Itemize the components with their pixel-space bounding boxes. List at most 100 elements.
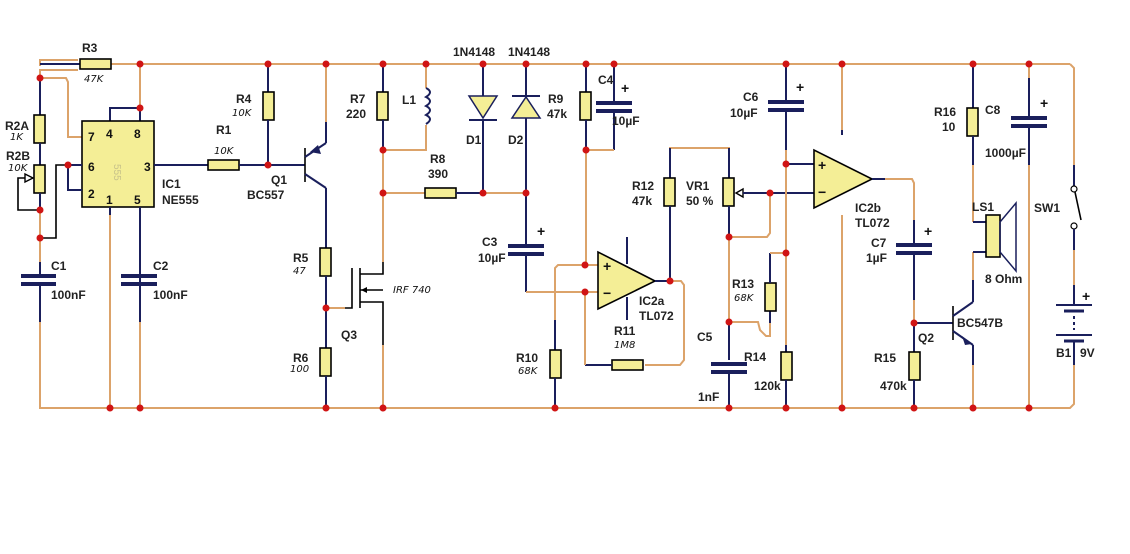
q3-value: IRF 740 (393, 285, 431, 296)
r4-ref: R4 (236, 92, 252, 106)
c7-value: 1µF (866, 251, 887, 265)
r8-ref: R8 (430, 152, 446, 166)
q3-ref: Q3 (341, 328, 357, 342)
r13-value: 68K (734, 293, 755, 304)
resistor-r3: R3 47K (40, 41, 112, 85)
c6-ref: C6 (743, 90, 759, 104)
r7-ref: R7 (350, 92, 366, 106)
vr1-value: 50 % (686, 194, 714, 208)
ic2a-minus: − (603, 285, 611, 301)
d1-value: 1N4148 (453, 45, 495, 59)
ic1-body-text: 555 (111, 164, 122, 181)
r5-ref: R5 (293, 251, 309, 265)
c8-value: 1000µF (985, 146, 1026, 160)
sw1-ref: SW1 (1034, 201, 1060, 215)
r6-value: 100 (290, 364, 309, 375)
c5-value: 1nF (698, 390, 719, 404)
d2-value: 1N4148 (508, 45, 550, 59)
q1-stage: R4 10K R1 10K Q1 BC557 R5 47 R6 100 (154, 64, 345, 408)
ic1-555-timer: 7 4 8 6 3 2 1 5 555 IC1 NE555 C2 100nF (40, 64, 199, 408)
d2-ref: D2 (508, 133, 524, 147)
c3-ref: C3 (482, 235, 498, 249)
r11-ref: R11 (614, 324, 636, 338)
r15-value: 470k (880, 379, 907, 393)
output-stage: + C7 1µF BC547B Q2 R15 470k R16 10 LS1 8… (866, 64, 1095, 408)
ic1-value: NE555 (162, 193, 199, 207)
c7-ref: C7 (871, 236, 887, 250)
q2-ref: Q2 (918, 331, 934, 345)
r14-value: 120k (754, 379, 781, 393)
ic1-pin7: 7 (88, 130, 95, 144)
q2-emitter-arrow-icon (962, 336, 972, 345)
ic2b-minus: − (818, 184, 826, 200)
c4-plus: + (621, 80, 629, 96)
b1-ref: B1 (1056, 346, 1072, 360)
q1-emitter-arrow-icon (310, 145, 321, 154)
ic2b-ref: IC2b (855, 201, 881, 215)
r3-value: 47K (84, 74, 105, 85)
r12-value: 47k (632, 194, 652, 208)
q3-arrow-icon (361, 287, 367, 293)
r14-ref: R14 (744, 350, 766, 364)
q1-value: BC557 (247, 188, 285, 202)
d1-ref: D1 (466, 133, 482, 147)
c1-ref: C1 (51, 259, 67, 273)
r10-ref: R10 (516, 351, 538, 365)
sw1-contact-icon (1070, 185, 1078, 193)
wiper-arrow-icon (24, 172, 35, 184)
c8-ref: C8 (985, 103, 1001, 117)
ic1-ref: IC1 (162, 177, 181, 191)
speaker-cone-icon (999, 200, 1017, 274)
r2b-value: 10K (8, 163, 29, 174)
c3-plus: + (537, 223, 545, 239)
r2b-ref: R2B (6, 149, 30, 163)
ic2b-stage: R12 47k VR1 50 % R13 68K C5 1nF R14 120k… (632, 64, 915, 408)
r3-ref: R3 (82, 41, 98, 55)
r10-value: 68K (518, 366, 539, 377)
c6-value: 10µF (730, 106, 758, 120)
ic1-pin6: 6 (88, 160, 95, 174)
r4-value: 10K (232, 108, 253, 119)
sw1-contact2-icon (1070, 222, 1078, 230)
ic2a-ref: IC2a (639, 294, 665, 308)
r6-ref: R6 (293, 351, 309, 365)
ic1-pin2: 2 (88, 187, 95, 201)
r12-ref: R12 (632, 179, 654, 193)
l1-ref: L1 (402, 93, 416, 107)
ic1-pin4: 4 (106, 127, 113, 141)
junction-dots (36, 60, 1033, 412)
r9-value: 47k (547, 107, 567, 121)
q2-value: BC547B (957, 316, 1003, 330)
left-branch: R2A 1K R2B 10K C1 100nF (5, 78, 86, 404)
r1-value: 10K (214, 146, 235, 157)
ls1-value: 8 Ohm (985, 272, 1022, 286)
c2-ref: C2 (153, 259, 169, 273)
r9-ref: R9 (548, 92, 564, 106)
r5-value: 47 (293, 266, 306, 277)
q1-ref: Q1 (271, 173, 287, 187)
r2a-value: 1K (10, 132, 24, 143)
c8-plus: + (1040, 95, 1048, 111)
r15-ref: R15 (874, 351, 896, 365)
ic2a-value: TL072 (639, 309, 674, 323)
c7-plus: + (924, 223, 932, 239)
ic2b-plus: + (818, 157, 826, 173)
vr1-wiper-icon (734, 187, 744, 199)
c5-ref: C5 (697, 330, 713, 344)
ls1-ref: LS1 (972, 200, 994, 214)
ic1-pin3: 3 (144, 160, 151, 174)
ic1-pin5: 5 (134, 193, 141, 207)
r16-value: 10 (942, 120, 956, 134)
r16-ref: R16 (934, 105, 956, 119)
vr1-ref: VR1 (686, 179, 710, 193)
ic1-pin1: 1 (106, 193, 113, 207)
b1-plus: + (1082, 288, 1090, 304)
r11-value: 1M8 (614, 340, 635, 351)
r7-value: 220 (346, 107, 366, 121)
ic2a-stage: + C3 10µF + R9 47k C4 10µF + − IC2a TL0 (478, 64, 730, 408)
r1-ref: R1 (216, 123, 232, 137)
c4-ref: C4 (598, 73, 614, 87)
r13-ref: R13 (732, 277, 754, 291)
ic1-pin8: 8 (134, 127, 141, 141)
r2a-ref: R2A (5, 119, 29, 133)
